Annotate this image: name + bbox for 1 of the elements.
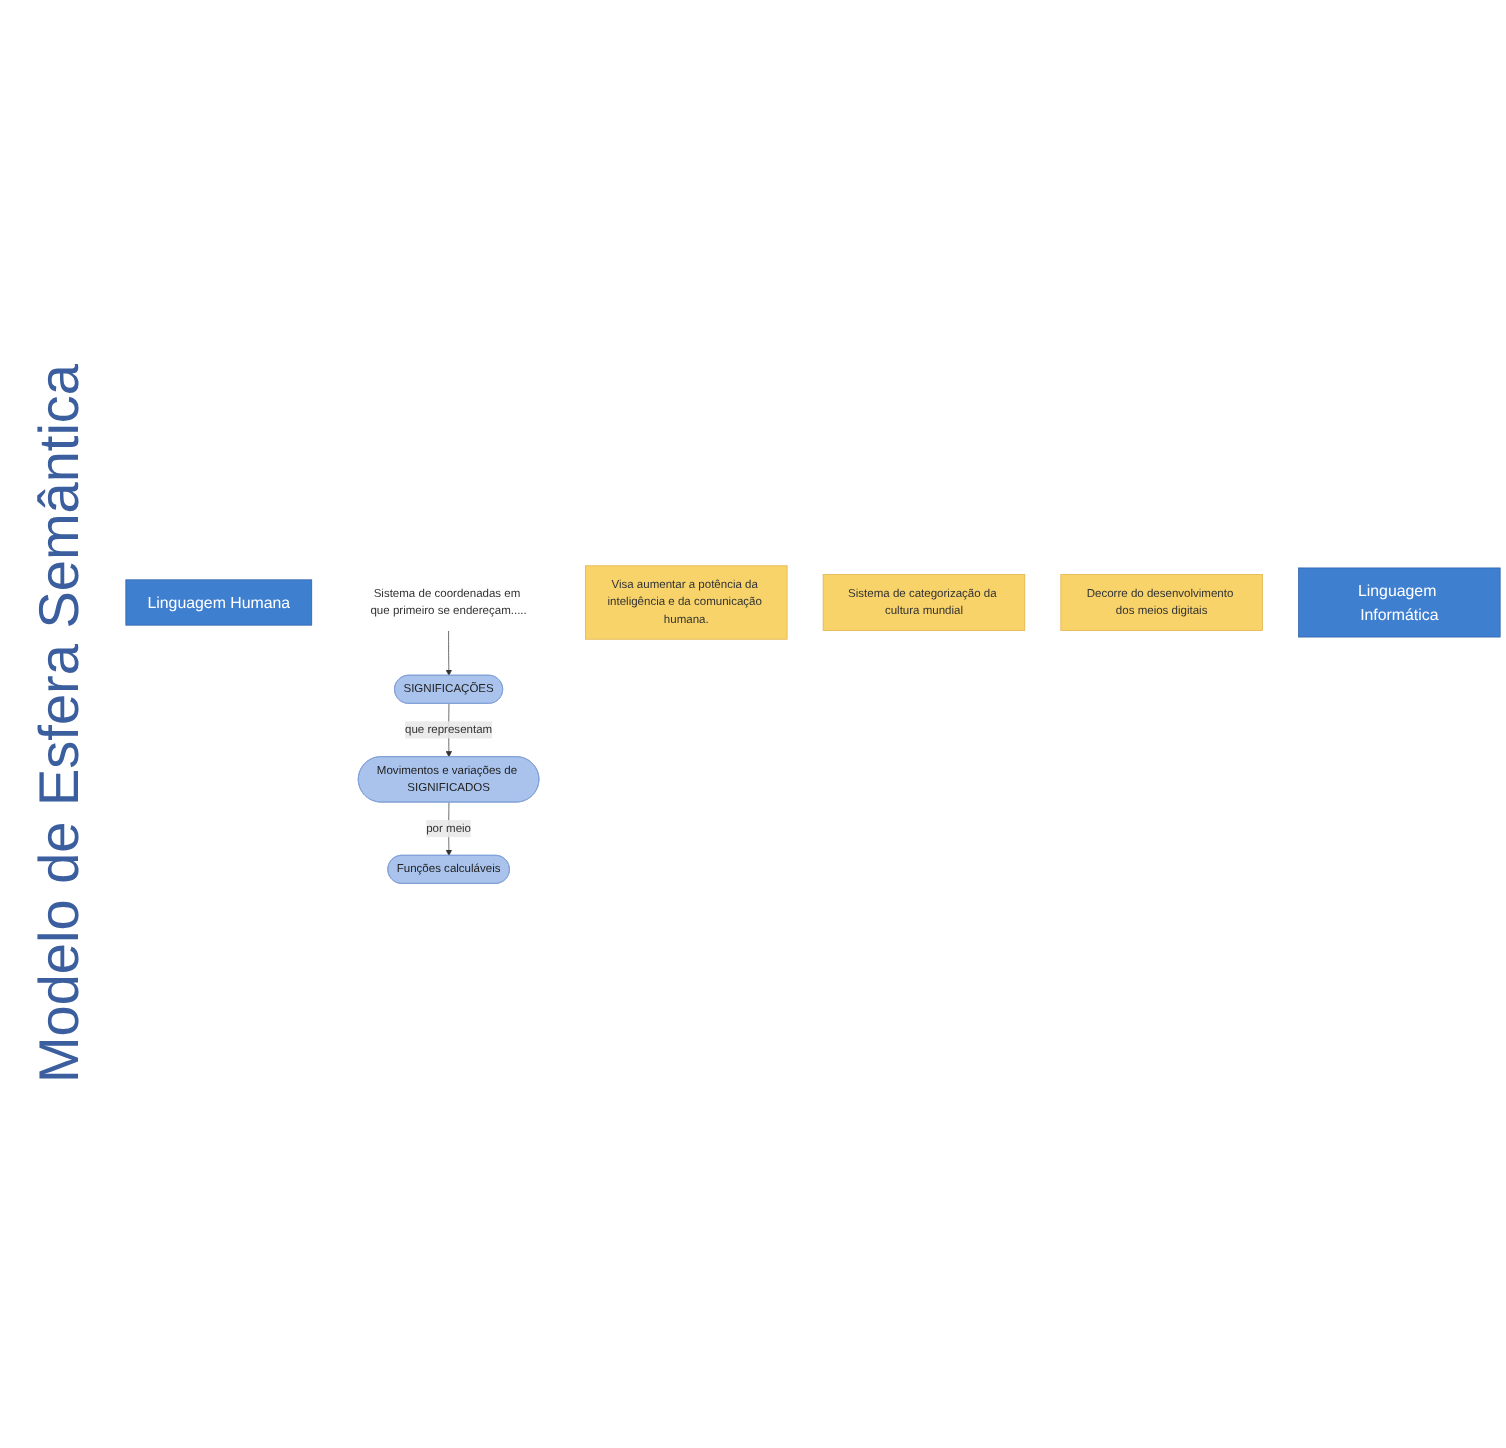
side-label: Modelo de Esfera Semântica — [28, 364, 92, 1084]
